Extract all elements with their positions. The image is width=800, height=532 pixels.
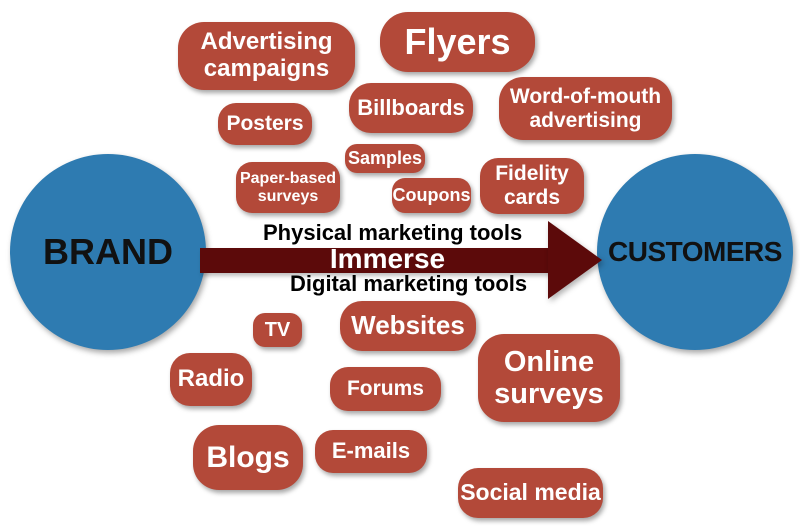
physical-tools-label: Physical marketing tools bbox=[263, 220, 523, 245]
brand-circle: BRAND bbox=[10, 154, 206, 350]
tool-advertising-campaigns: Advertising campaigns bbox=[178, 22, 355, 90]
customers-circle: CUSTOMERS bbox=[597, 154, 793, 350]
tool-label: Paper-based surveys bbox=[239, 169, 337, 205]
tool-coupons: Coupons bbox=[392, 178, 471, 213]
tool-label: Websites bbox=[351, 310, 465, 341]
tool-label: Posters bbox=[226, 112, 304, 136]
tool-billboards: Billboards bbox=[349, 83, 473, 133]
tool-tv: TV bbox=[253, 313, 302, 347]
tool-flyers: Flyers bbox=[380, 12, 535, 72]
tool-label: Billboards bbox=[357, 94, 465, 120]
tool-emails: E-mails bbox=[315, 430, 427, 473]
tool-word-of-mouth: Word-of-mouth advertising bbox=[499, 77, 672, 140]
tool-label: TV bbox=[264, 318, 291, 341]
tool-websites: Websites bbox=[340, 301, 476, 351]
arrow-shaft bbox=[200, 248, 552, 273]
tool-forums: Forums bbox=[330, 367, 441, 411]
tool-label: Blogs bbox=[206, 440, 290, 474]
tool-online-surveys: Online surveys bbox=[478, 334, 620, 422]
tool-samples: Samples bbox=[345, 144, 425, 173]
digital-tools-label: Digital marketing tools bbox=[290, 271, 528, 296]
tool-posters: Posters bbox=[218, 103, 312, 145]
tool-label: E-mails bbox=[331, 438, 411, 464]
tool-label: Advertising campaigns bbox=[200, 28, 333, 82]
tool-label: Online surveys bbox=[494, 345, 604, 410]
tool-radio: Radio bbox=[170, 353, 252, 406]
tool-label: Radio bbox=[177, 365, 245, 393]
tool-label: Samples bbox=[347, 148, 423, 169]
arrow-head-icon bbox=[548, 221, 602, 299]
tool-label: Fidelity cards bbox=[495, 162, 569, 209]
tool-blogs: Blogs bbox=[193, 425, 303, 490]
tool-label: Word-of-mouth advertising bbox=[509, 84, 662, 132]
customers-label: CUSTOMERS bbox=[608, 236, 782, 267]
tool-label: Social media bbox=[460, 479, 601, 506]
tool-fidelity-cards: Fidelity cards bbox=[480, 158, 584, 214]
brand-label: BRAND bbox=[43, 231, 173, 272]
tool-label: Forums bbox=[346, 377, 424, 401]
tool-social-media: Social media bbox=[458, 468, 603, 518]
tool-label: Flyers bbox=[404, 20, 511, 62]
tool-label: Coupons bbox=[392, 185, 471, 206]
immerse-label: Immerse bbox=[329, 243, 446, 274]
tool-paper-based-surveys: Paper-based surveys bbox=[236, 162, 340, 213]
